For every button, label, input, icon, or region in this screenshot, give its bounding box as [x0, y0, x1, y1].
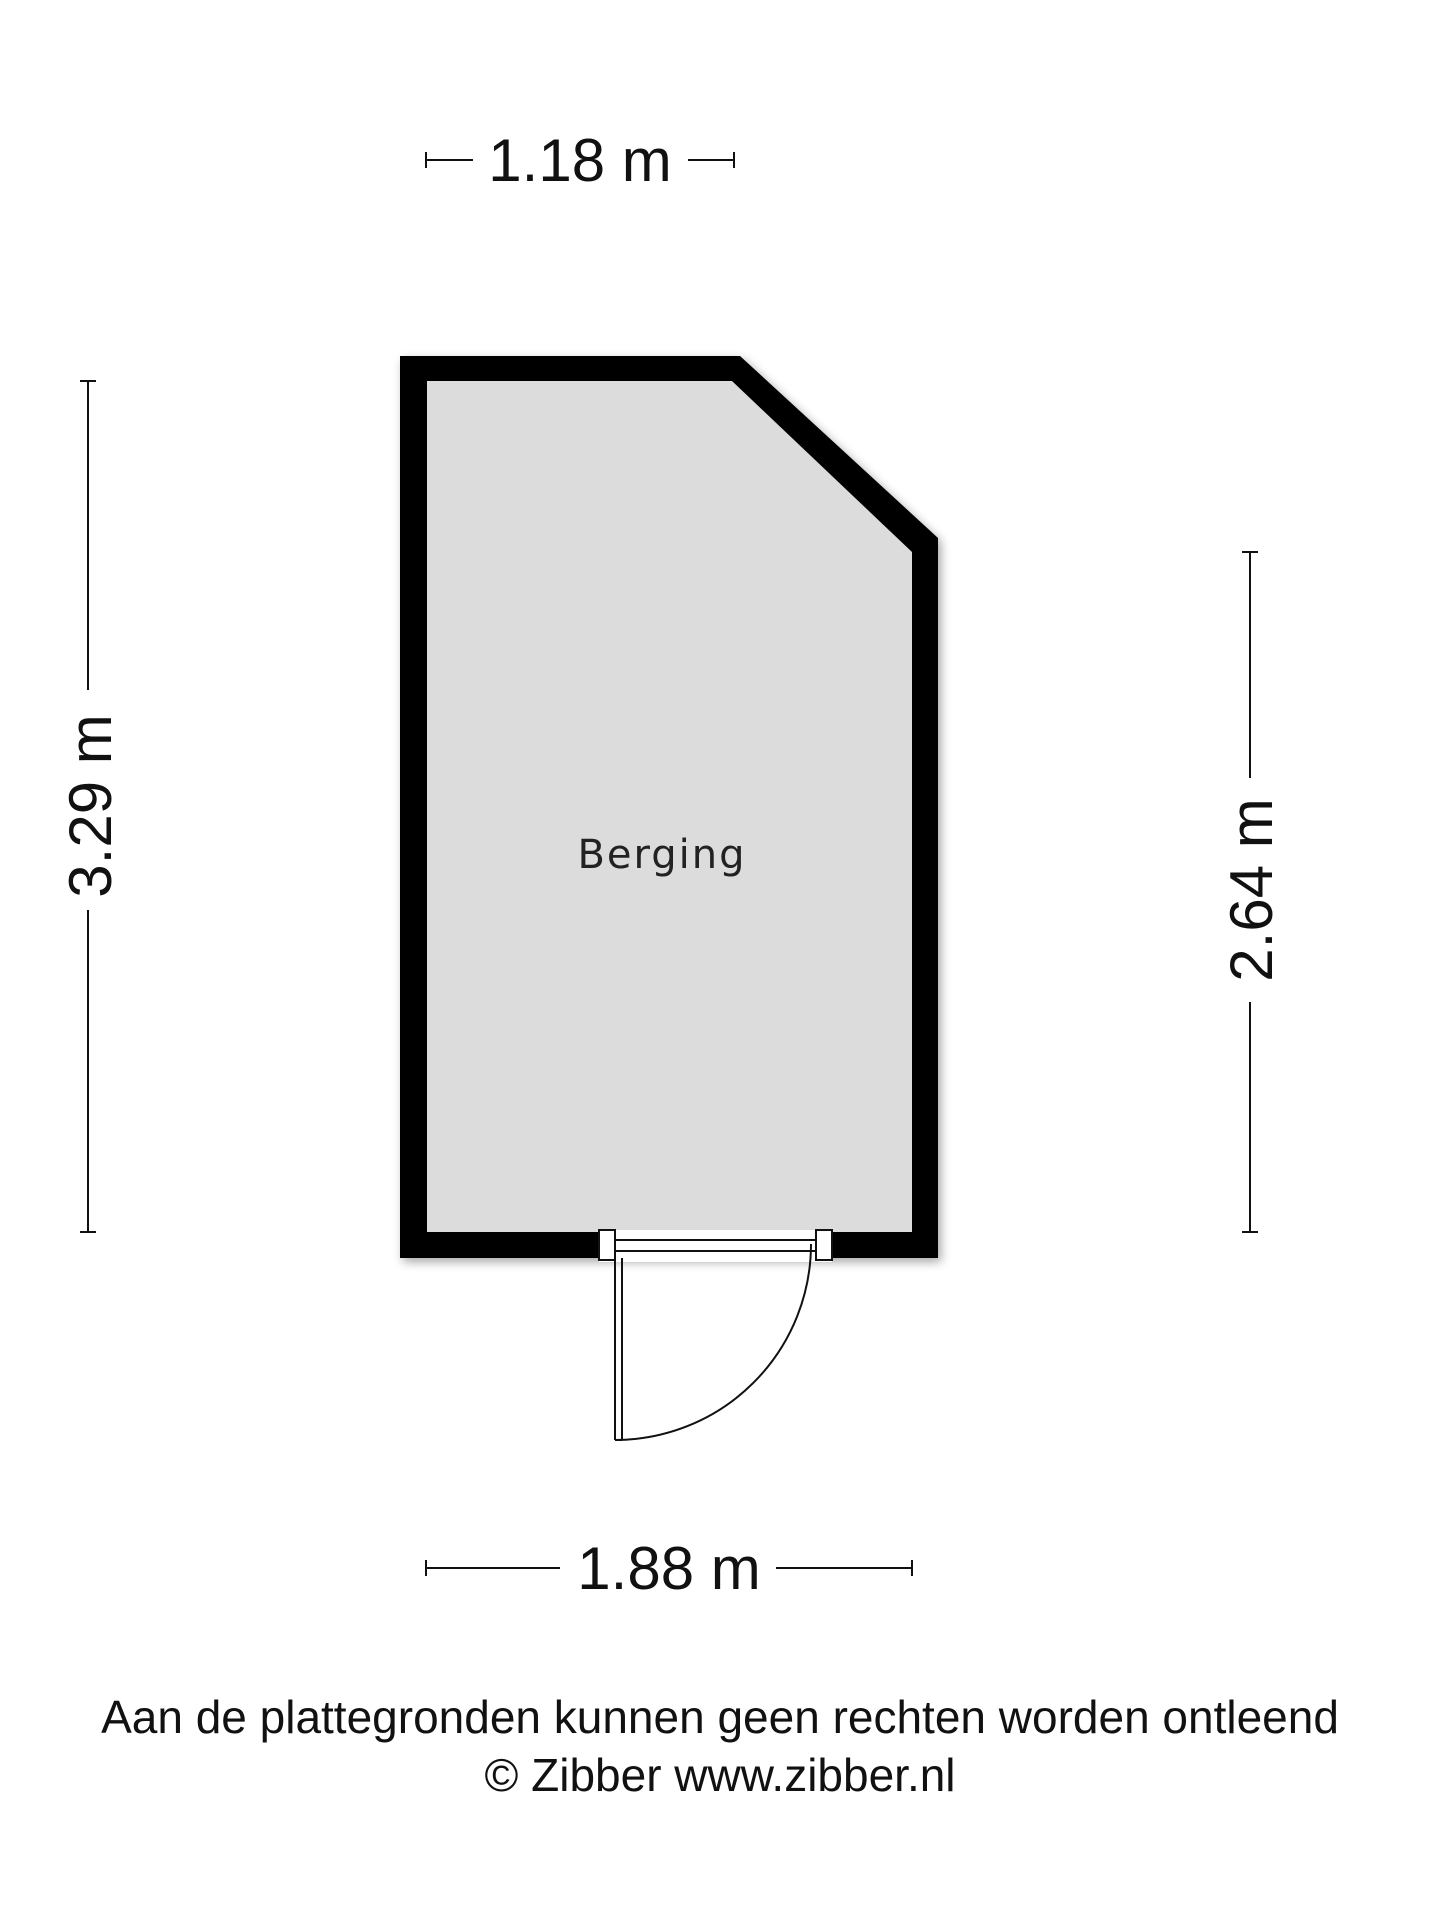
dimension-right: 2.64 m — [1218, 798, 1285, 981]
dimension-bottom-line — [425, 1560, 913, 1576]
room-floor — [427, 381, 912, 1232]
door-opening — [599, 1230, 832, 1262]
door-frame — [598, 1229, 833, 1261]
disclaimer-text: Aan de plattegronden kunnen geen rechten… — [101, 1691, 1339, 1743]
dimension-right-line — [1242, 551, 1258, 1233]
door-swing — [614, 1243, 812, 1441]
room-label: Berging — [577, 832, 746, 878]
dimension-top: 1.18 m — [488, 127, 671, 194]
copyright-text: © Zibber www.zibber.nl — [484, 1749, 956, 1801]
dimension-left: 3.29 m — [57, 714, 124, 897]
dimension-bottom: 1.88 m — [577, 1535, 760, 1602]
dimension-top-line — [425, 152, 735, 168]
dimension-left-line — [80, 380, 96, 1233]
